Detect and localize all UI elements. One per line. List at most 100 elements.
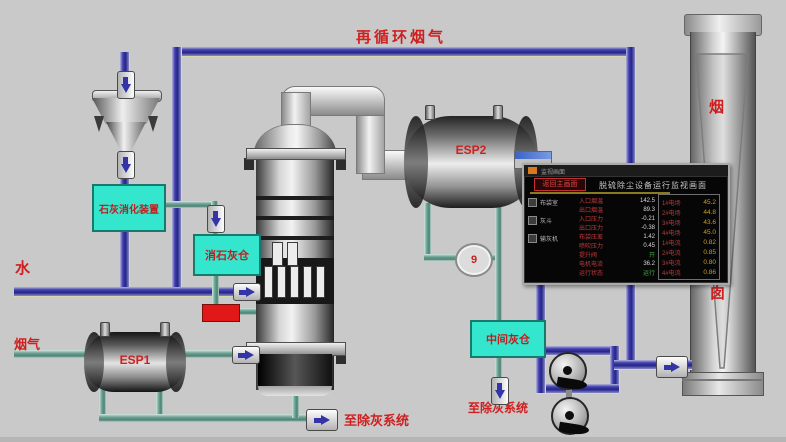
pipe-esp1-drain-2 [156, 388, 163, 421]
popup-param-row: 电机电流 36.2 [579, 259, 655, 269]
param-value: 运行 [642, 271, 655, 277]
param-label: 出口压力 [579, 226, 604, 232]
booster-fan-1[interactable] [549, 352, 587, 390]
mid-silo-label: 中间灰仓 [486, 334, 530, 346]
field-value: 0.86 [703, 268, 716, 276]
popup-titlebar-text: 监视画面 [541, 170, 566, 176]
popup-field-row: 4#电流 0.86 [662, 267, 716, 277]
field-value: 0.80 [703, 258, 716, 266]
pipe-esp2-drain-1 [424, 203, 431, 261]
field-label: 4#电流 [662, 270, 681, 277]
tower-nozzle-slot [303, 266, 312, 298]
valve-water[interactable] [233, 283, 261, 301]
valve-silo-inlet[interactable] [207, 205, 225, 233]
tower-bottom-cap [258, 386, 332, 396]
lime-hopper-ear [148, 116, 158, 132]
param-value: 1.42 [643, 233, 655, 240]
tower-band [256, 216, 334, 220]
pipe-esp1-drain-1 [99, 388, 106, 421]
esp2-top-stub [493, 105, 503, 120]
valve-mid-silo-outlet[interactable] [491, 377, 509, 405]
popup-titlebar[interactable]: 监视画面 [524, 165, 728, 177]
popup-param-row: 提升阀开 [579, 250, 655, 259]
param-label: 运行状态 [579, 271, 604, 277]
lime-silo-box[interactable]: 消石灰仓 [193, 234, 261, 276]
tower-nozzle-slot [316, 266, 325, 298]
field-label: 1#电流 [662, 240, 681, 247]
param-value: 142.5 [639, 197, 655, 204]
popup-title: 脱硫除尘设备运行监视画面 [599, 181, 707, 190]
instrument-tag-9[interactable]: 9 [455, 243, 493, 277]
field-label: 1#电场 [662, 200, 681, 207]
popup-left-items: 布袋室灰斗输灰机 [528, 198, 576, 252]
tower-band [256, 196, 334, 200]
popup-param-row: 入口压力 -0.21 [579, 214, 655, 224]
popup-left-label: 输灰机 [540, 237, 559, 243]
field-value: 45.0 [703, 228, 716, 236]
field-value: 43.6 [703, 218, 716, 226]
param-label: 喷吹压力 [579, 244, 604, 250]
pipe-to-mid-silo [495, 254, 502, 326]
bottom-edge [0, 437, 786, 442]
tower-band [256, 236, 334, 240]
pipe-ash-header [99, 414, 311, 422]
field-value: 0.82 [703, 238, 716, 246]
param-value: 0.45 [643, 242, 655, 249]
to-ash-label-left: 至除灰系统 [344, 413, 410, 428]
pipe-slaker-down [120, 226, 130, 296]
pipe-mid-silo-out [495, 350, 502, 386]
mid-silo-box[interactable]: 中间灰仓 [470, 320, 546, 358]
valve-ash-header[interactable] [306, 409, 338, 431]
lime-silo-label: 消石灰仓 [205, 250, 249, 262]
valve-hopper-outlet[interactable] [117, 151, 135, 179]
valve-lime-feed[interactable] [117, 71, 135, 99]
pipe-feeder-to-tower [237, 308, 262, 315]
rotary-feeder[interactable] [202, 304, 240, 322]
tower-upper-flange [246, 148, 346, 160]
pipe-slaker-out [160, 201, 218, 208]
field-value: 44.8 [703, 208, 716, 216]
popup-param-row: 运行状态 运行 [579, 268, 655, 277]
param-label: 入口压力 [579, 217, 604, 223]
popup-left-label: 灰斗 [540, 219, 553, 225]
param-value: 36.2 [643, 260, 655, 267]
pipe-esp2-drain-2 [495, 203, 502, 261]
mini-dialog-titlebar [515, 152, 551, 159]
monitor-popup[interactable]: 监视画面 返回主画面 脱硫除尘设备运行监视画面 布袋室灰斗输灰机 入口烟温 142… [522, 163, 730, 285]
popup-left-item: 布袋室 [528, 198, 576, 207]
field-label: 4#电场 [662, 230, 681, 237]
pipe-silo-out [212, 270, 219, 308]
esp1-right-cap [166, 332, 186, 392]
tower-window-slot [272, 242, 283, 266]
valve-esp1-outlet[interactable] [232, 346, 260, 364]
back-button[interactable]: 返回主画面 [534, 178, 586, 191]
device-box-icon [528, 198, 537, 207]
popup-field-row: 1#电流 0.82 [662, 237, 716, 247]
tower-nozzle-slot [290, 266, 299, 298]
param-label: 电机电流 [579, 262, 604, 268]
tower-flange-ear [244, 158, 254, 170]
chimney-label-bottom: 囱 [710, 285, 726, 302]
param-label: 入口烟温 [579, 199, 604, 205]
field-label: 3#电场 [662, 220, 681, 227]
device-box-icon [528, 234, 537, 243]
app-icon [528, 167, 537, 174]
water-label: 水 [15, 260, 31, 277]
pipe-recirc-right-upper [626, 47, 636, 165]
booster-fan-2[interactable] [551, 397, 589, 435]
param-value: -0.21 [641, 215, 655, 222]
fan-link [566, 388, 572, 399]
pipe-tower-drain [292, 392, 299, 418]
esp1-left-cap [84, 332, 104, 392]
to-ash-label-right: 至除灰系统 [468, 401, 529, 415]
esp1-top-stub [160, 322, 170, 337]
valve-stack-inlet[interactable] [656, 356, 688, 378]
pipe-recirc-right-lower [626, 278, 636, 370]
slaker-box[interactable]: 石灰消化装置 [92, 184, 166, 232]
